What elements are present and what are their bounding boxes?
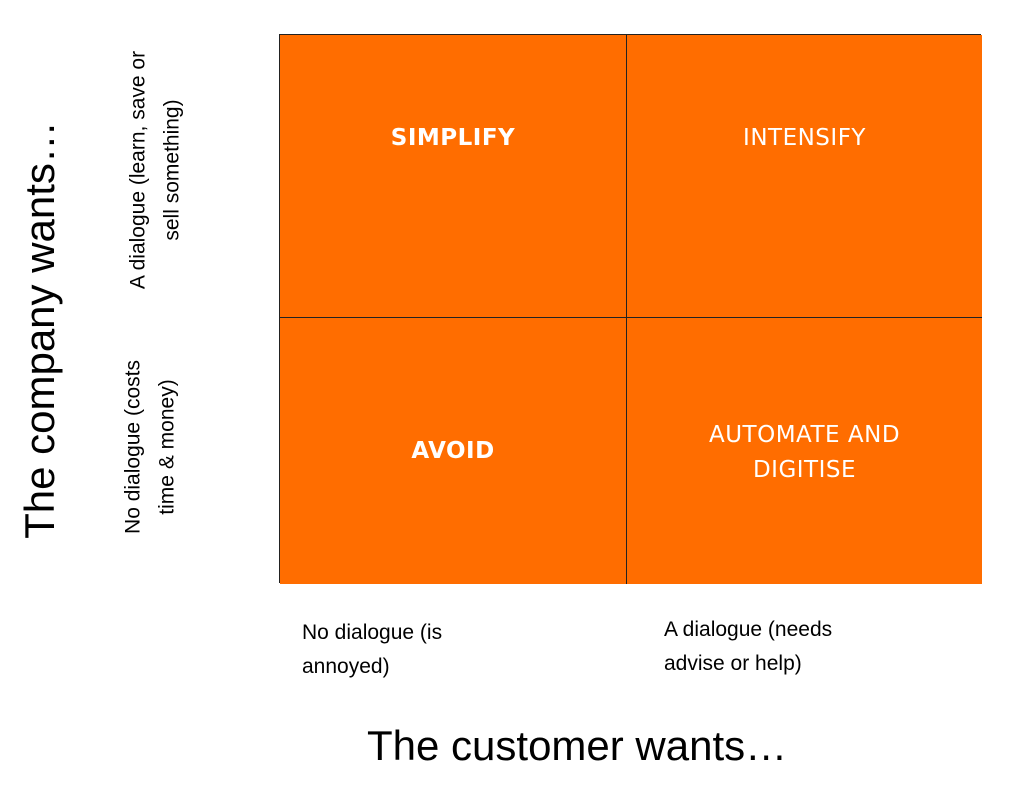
x-axis-label-right: A dialogue (needs advise or help) [664,618,833,675]
quadrant-top-left: SIMPLIFY [280,35,627,318]
quadrant-top-left-label: SIMPLIFY [390,125,516,152]
quadrant-bottom-left: AVOID [280,318,627,584]
quadrant-bottom-left-label: AVOID [411,437,495,464]
x-axis-title: The customer wants… [367,722,788,769]
quadrant-bottom-right: AUTOMATE AND DIGITISE [627,318,982,584]
quadrant-top-right: INTENSIFY [627,35,982,318]
quadrant-matrix: SIMPLIFY INTENSIFY AVOID AUTOMATE AND DI… [279,34,982,584]
y-axis-label-top-text: A dialogue (learn, save or sell somethin… [126,50,183,290]
y-axis-title-text: The company wants… [16,121,63,539]
x-axis-label-left: No dialogue (is annoyed) [302,621,443,678]
y-axis-label-bottom-text: No dialogue (costs time & money) [121,360,178,534]
quadrant-top-right-label: INTENSIFY [743,125,866,152]
quadrant-bottom-right-label: AUTOMATE AND DIGITISE [708,422,901,483]
